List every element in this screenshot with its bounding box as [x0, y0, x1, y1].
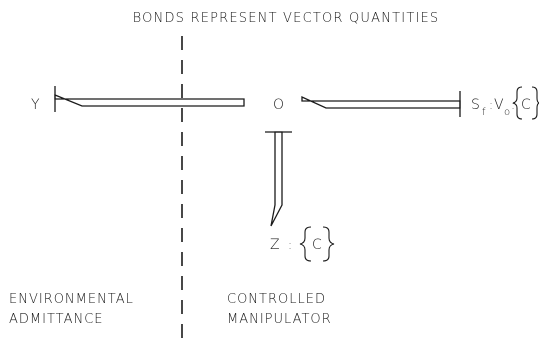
source-left-brace [512, 86, 523, 120]
source-right-brace [531, 86, 539, 120]
region-right-line1: CONTROLLED [227, 292, 326, 307]
junction-0-label: O [273, 97, 284, 113]
diagram-title: BONDS REPRESENT VECTOR QUANTITIES [133, 11, 440, 26]
region-left-line1: ENVIRONMENTAL [9, 292, 134, 307]
source-v: V [494, 97, 504, 113]
z-left-brace [299, 226, 312, 262]
source-v-subscript: o [504, 107, 510, 118]
source-colon-1: : [489, 98, 493, 112]
bond-source-to-o [301, 91, 461, 117]
source-s-subscript: f [482, 107, 486, 118]
source-c: C [521, 97, 531, 113]
node-y-label: Y [31, 97, 40, 113]
source-label: S f : V o : C [471, 86, 539, 120]
z-colon: : [288, 238, 292, 252]
source-s: S [471, 97, 480, 113]
source-colon-2: : [511, 98, 515, 112]
z-label: Z : C [270, 226, 335, 262]
z-c: C [312, 237, 322, 253]
z-right-brace [322, 226, 335, 262]
bond-o-to-z [265, 131, 292, 227]
region-right-line2: MANIPULATOR [227, 312, 332, 327]
z-letter: Z [270, 237, 280, 253]
bond-o-to-y [54, 86, 245, 112]
region-left-line2: ADMITTANCE [9, 312, 104, 327]
